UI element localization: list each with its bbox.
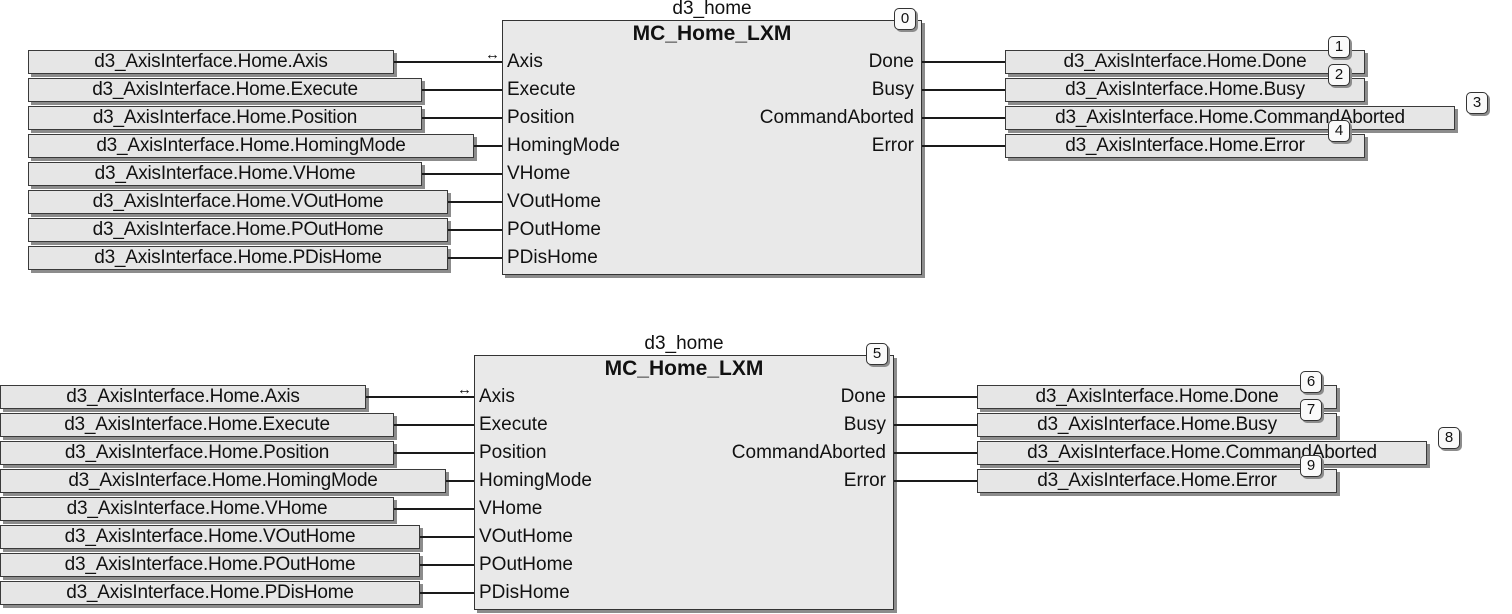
output-pin-error: Error <box>843 470 886 491</box>
output-variable[interactable]: d3_AxisInterface.Home.CommandAborted <box>1005 106 1455 130</box>
connection-wire <box>394 61 502 63</box>
bidirectional-arrow-icon: ↔ <box>485 46 500 63</box>
input-pin-position: Position <box>507 107 575 128</box>
input-pin-axis: Axis <box>479 386 515 407</box>
input-variable[interactable]: d3_AxisInterface.Home.Execute <box>0 413 394 437</box>
exec-order-marker: 4 <box>1328 120 1350 142</box>
input-pin-vouthome: VOutHome <box>479 526 573 547</box>
output-variable[interactable]: d3_AxisInterface.Home.Error <box>1005 134 1365 158</box>
connection-wire <box>394 452 474 454</box>
connection-wire <box>448 257 502 259</box>
input-variable[interactable]: d3_AxisInterface.Home.Position <box>0 441 394 465</box>
exec-order-marker: 6 <box>1300 371 1322 393</box>
input-pin-axis: Axis <box>507 51 543 72</box>
output-variable[interactable]: d3_AxisInterface.Home.Error <box>977 469 1337 493</box>
input-pin-homingmode: HomingMode <box>479 470 592 491</box>
exec-order-marker: 7 <box>1300 399 1322 421</box>
exec-order-marker: 3 <box>1466 92 1488 114</box>
input-variable[interactable]: d3_AxisInterface.Home.VOutHome <box>28 190 448 214</box>
exec-order-marker: 2 <box>1328 64 1350 86</box>
output-pin-busy: Busy <box>871 79 914 100</box>
input-pin-vhome: VHome <box>479 498 543 519</box>
fb-instance-name: d3_home <box>644 333 724 354</box>
function-block-0[interactable] <box>502 20 922 275</box>
function-block-1[interactable] <box>474 355 894 610</box>
connection-wire <box>422 117 502 119</box>
input-variable[interactable]: d3_AxisInterface.Home.HomingMode <box>28 134 474 158</box>
connection-wire <box>894 452 977 454</box>
input-pin-execute: Execute <box>507 79 576 100</box>
output-pin-commandaborted: CommandAborted <box>731 442 886 463</box>
output-pin-busy: Busy <box>843 414 886 435</box>
connection-wire <box>420 564 474 566</box>
connection-wire <box>894 480 977 482</box>
input-variable[interactable]: d3_AxisInterface.Home.PDisHome <box>0 581 420 605</box>
connection-wire <box>922 89 1005 91</box>
output-variable[interactable]: d3_AxisInterface.Home.Busy <box>1005 78 1365 102</box>
input-variable[interactable]: d3_AxisInterface.Home.HomingMode <box>0 469 446 493</box>
connection-wire <box>420 536 474 538</box>
connection-wire <box>894 396 977 398</box>
connection-wire <box>366 396 474 398</box>
input-pin-homingmode: HomingMode <box>507 135 620 156</box>
exec-order-marker: 0 <box>894 8 916 30</box>
input-variable[interactable]: d3_AxisInterface.Home.Axis <box>28 50 394 74</box>
input-variable[interactable]: d3_AxisInterface.Home.POutHome <box>0 553 420 577</box>
input-pin-vouthome: VOutHome <box>507 191 601 212</box>
input-pin-pouthome: POutHome <box>507 219 601 240</box>
input-variable[interactable]: d3_AxisInterface.Home.VOutHome <box>0 525 420 549</box>
connection-wire <box>446 480 474 482</box>
exec-order-marker: 1 <box>1328 36 1350 58</box>
input-variable[interactable]: d3_AxisInterface.Home.VHome <box>0 497 394 521</box>
input-variable[interactable]: d3_AxisInterface.Home.VHome <box>28 162 422 186</box>
connection-wire <box>922 61 1005 63</box>
input-pin-position: Position <box>479 442 547 463</box>
input-pin-pdishome: PDisHome <box>507 247 598 268</box>
output-pin-error: Error <box>871 135 914 156</box>
input-pin-vhome: VHome <box>507 163 571 184</box>
input-variable[interactable]: d3_AxisInterface.Home.Position <box>28 106 422 130</box>
connection-wire <box>422 173 502 175</box>
connection-wire <box>448 201 502 203</box>
input-variable[interactable]: d3_AxisInterface.Home.PDisHome <box>28 246 448 270</box>
output-variable[interactable]: d3_AxisInterface.Home.Done <box>1005 50 1365 74</box>
output-variable[interactable]: d3_AxisInterface.Home.Done <box>977 385 1337 409</box>
input-pin-pdishome: PDisHome <box>479 582 570 603</box>
input-variable[interactable]: d3_AxisInterface.Home.Execute <box>28 78 422 102</box>
connection-wire <box>922 145 1005 147</box>
input-variable[interactable]: d3_AxisInterface.Home.Axis <box>0 385 366 409</box>
fb-type-name: MC_Home_LXM <box>632 22 792 45</box>
exec-order-marker: 8 <box>1438 427 1460 449</box>
connection-wire <box>422 89 502 91</box>
exec-order-marker: 9 <box>1300 455 1322 477</box>
output-variable[interactable]: d3_AxisInterface.Home.CommandAborted <box>977 441 1427 465</box>
connection-wire <box>394 508 474 510</box>
input-variable[interactable]: d3_AxisInterface.Home.POutHome <box>28 218 448 242</box>
output-pin-done: Done <box>868 51 914 72</box>
connection-wire <box>922 117 1005 119</box>
connection-wire <box>420 592 474 594</box>
input-pin-pouthome: POutHome <box>479 554 573 575</box>
output-variable[interactable]: d3_AxisInterface.Home.Busy <box>977 413 1337 437</box>
bidirectional-arrow-icon: ↔ <box>457 381 472 398</box>
connection-wire <box>474 145 502 147</box>
input-pin-execute: Execute <box>479 414 548 435</box>
output-pin-commandaborted: CommandAborted <box>759 107 914 128</box>
connection-wire <box>894 424 977 426</box>
exec-order-marker: 5 <box>866 343 888 365</box>
connection-wire <box>394 424 474 426</box>
output-pin-done: Done <box>840 386 886 407</box>
connection-wire <box>448 229 502 231</box>
fb-instance-name: d3_home <box>672 0 752 19</box>
fb-type-name: MC_Home_LXM <box>604 357 764 380</box>
